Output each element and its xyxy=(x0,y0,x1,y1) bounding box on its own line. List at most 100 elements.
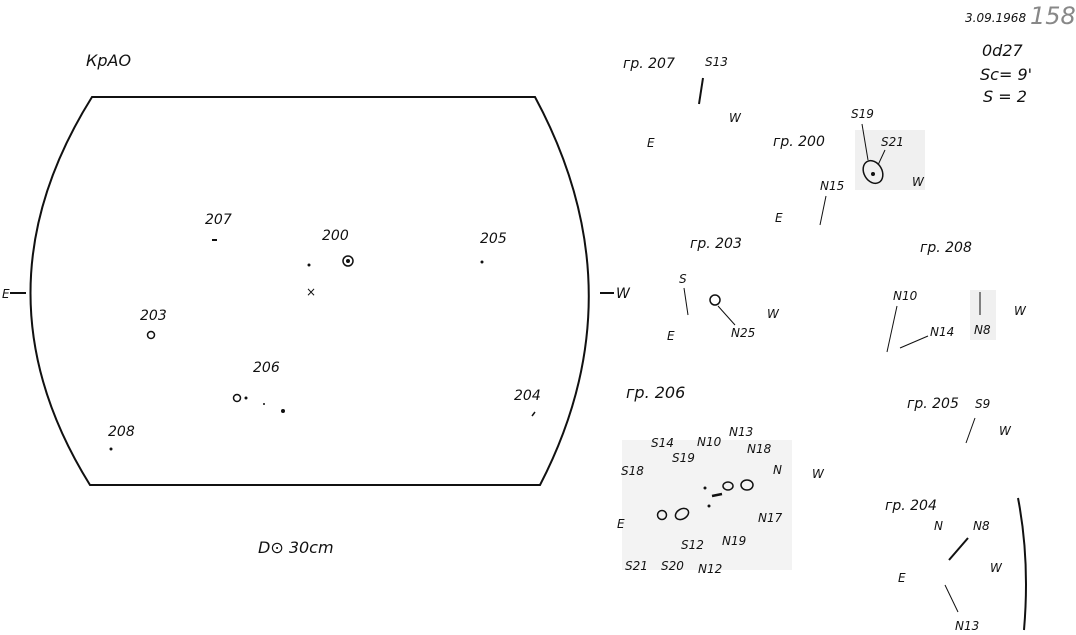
quality-label: S = 2 xyxy=(983,87,1027,106)
spot-outline xyxy=(740,479,754,491)
leader-line xyxy=(877,149,886,166)
detail-group-204: гр. 204 N N8 W E N13 xyxy=(885,497,1027,633)
west-label: W xyxy=(999,424,1012,438)
north-label: N xyxy=(934,519,943,533)
spot-label: N10 xyxy=(697,435,722,449)
spot-outline xyxy=(656,509,668,521)
spot-label: N13 xyxy=(729,425,753,439)
spot-outline xyxy=(862,159,884,185)
seeing-label: Sc= 9' xyxy=(980,65,1032,84)
spot-label: N12 xyxy=(698,562,722,576)
sheet-number: 158 xyxy=(1030,2,1076,30)
spot xyxy=(707,504,711,508)
group-label-204: 204 xyxy=(514,388,541,404)
west-label: W xyxy=(812,467,825,481)
west-label: W xyxy=(912,175,925,189)
group-label-200: 200 xyxy=(322,228,349,244)
group-label-207: 207 xyxy=(205,212,232,228)
disk-center-mark: × xyxy=(306,285,316,299)
spot-label: N19 xyxy=(722,534,746,548)
spot-core xyxy=(871,172,875,176)
leader-line xyxy=(861,123,869,161)
spot-outline xyxy=(722,481,734,491)
detail-title-204: гр. 204 xyxy=(885,498,937,514)
west-label: W xyxy=(767,307,780,321)
spot-label: S21 xyxy=(881,135,904,149)
east-label: E xyxy=(667,329,675,343)
spot-206-main xyxy=(232,393,242,403)
spot-label: S19 xyxy=(851,107,874,121)
spot-marker xyxy=(948,537,969,561)
detail-background xyxy=(855,130,925,190)
spot-outline xyxy=(709,294,721,306)
group-label-205: 205 xyxy=(480,231,507,247)
detail-group-200: гр. 200 S19 S21 N15 W E xyxy=(773,107,925,226)
west-label: W xyxy=(729,111,742,125)
detail-title-203: гр. 203 xyxy=(690,236,742,252)
spot-label: S14 xyxy=(651,436,674,450)
spot-marker xyxy=(698,77,704,105)
spot-label: S19 xyxy=(672,451,695,465)
spot-200-core xyxy=(346,259,350,263)
detail-group-203: гр. 203 S N25 W E xyxy=(667,236,780,343)
spot-204 xyxy=(531,411,536,417)
east-label: E xyxy=(898,571,906,585)
spot-label: N10 xyxy=(893,289,918,303)
group-label-208: 208 xyxy=(108,424,135,440)
east-label: E xyxy=(2,287,10,301)
spot-label: S18 xyxy=(621,464,644,478)
west-label: W xyxy=(616,286,631,302)
spot-label: N18 xyxy=(747,442,772,456)
spot-label: S20 xyxy=(661,559,684,573)
detail-background xyxy=(970,290,996,340)
spot-label: S9 xyxy=(975,397,990,411)
spot-label: N17 xyxy=(758,511,783,525)
detail-group-205: гр. 205 S9 W xyxy=(907,396,1012,444)
disk-groups: 207 200 205 203 206 204 208 xyxy=(108,212,541,451)
spot-outline xyxy=(674,507,690,521)
spot-206-b xyxy=(263,403,265,405)
date-label: 3.09.1968 xyxy=(965,11,1026,25)
east-label: E xyxy=(617,517,625,531)
detail-title-206: гр. 206 xyxy=(626,383,685,402)
east-label: E xyxy=(647,136,655,150)
spot-206-a xyxy=(244,396,248,400)
spot-label: N8 xyxy=(973,519,990,533)
east-label: E xyxy=(775,211,783,225)
spot xyxy=(711,492,723,498)
diameter-label: D⊙ 30cm xyxy=(258,538,334,557)
spot-label: N8 xyxy=(974,323,991,337)
leader-line xyxy=(717,305,736,326)
detail-title-208: гр. 208 xyxy=(920,240,972,256)
group-label-203: 203 xyxy=(140,308,167,324)
detail-group-207: гр. 207 S13 W E xyxy=(623,55,742,150)
spot-label: S21 xyxy=(625,559,648,573)
leader-line xyxy=(899,335,929,349)
detail-group-208: гр. 208 N10 N14 N8 W xyxy=(886,240,1027,353)
solar-disk-outline xyxy=(29,96,590,486)
detail-background xyxy=(622,440,792,570)
group-label-206: 206 xyxy=(253,360,280,376)
spot-203 xyxy=(146,330,156,340)
detail-title-207: гр. 207 xyxy=(623,56,675,72)
limb-arc xyxy=(1017,497,1027,631)
spot-205 xyxy=(480,260,484,264)
spot-label: N15 xyxy=(820,179,844,193)
leader-line xyxy=(683,287,689,316)
leader-line xyxy=(819,195,827,226)
spot-206-c xyxy=(281,409,285,413)
spot-label: N25 xyxy=(731,326,755,340)
spot-label: N13 xyxy=(955,619,979,633)
time-label: 0d27 xyxy=(982,41,1024,60)
spot-label: N14 xyxy=(930,325,954,339)
detail-title-200: гр. 200 xyxy=(773,134,825,150)
spot-label: S12 xyxy=(681,538,704,552)
leader-line xyxy=(886,305,898,353)
west-label: W xyxy=(990,561,1003,575)
spot xyxy=(703,486,707,490)
spot-200-small xyxy=(307,263,311,267)
leader-line xyxy=(944,584,959,613)
spot-label: S xyxy=(679,272,687,286)
